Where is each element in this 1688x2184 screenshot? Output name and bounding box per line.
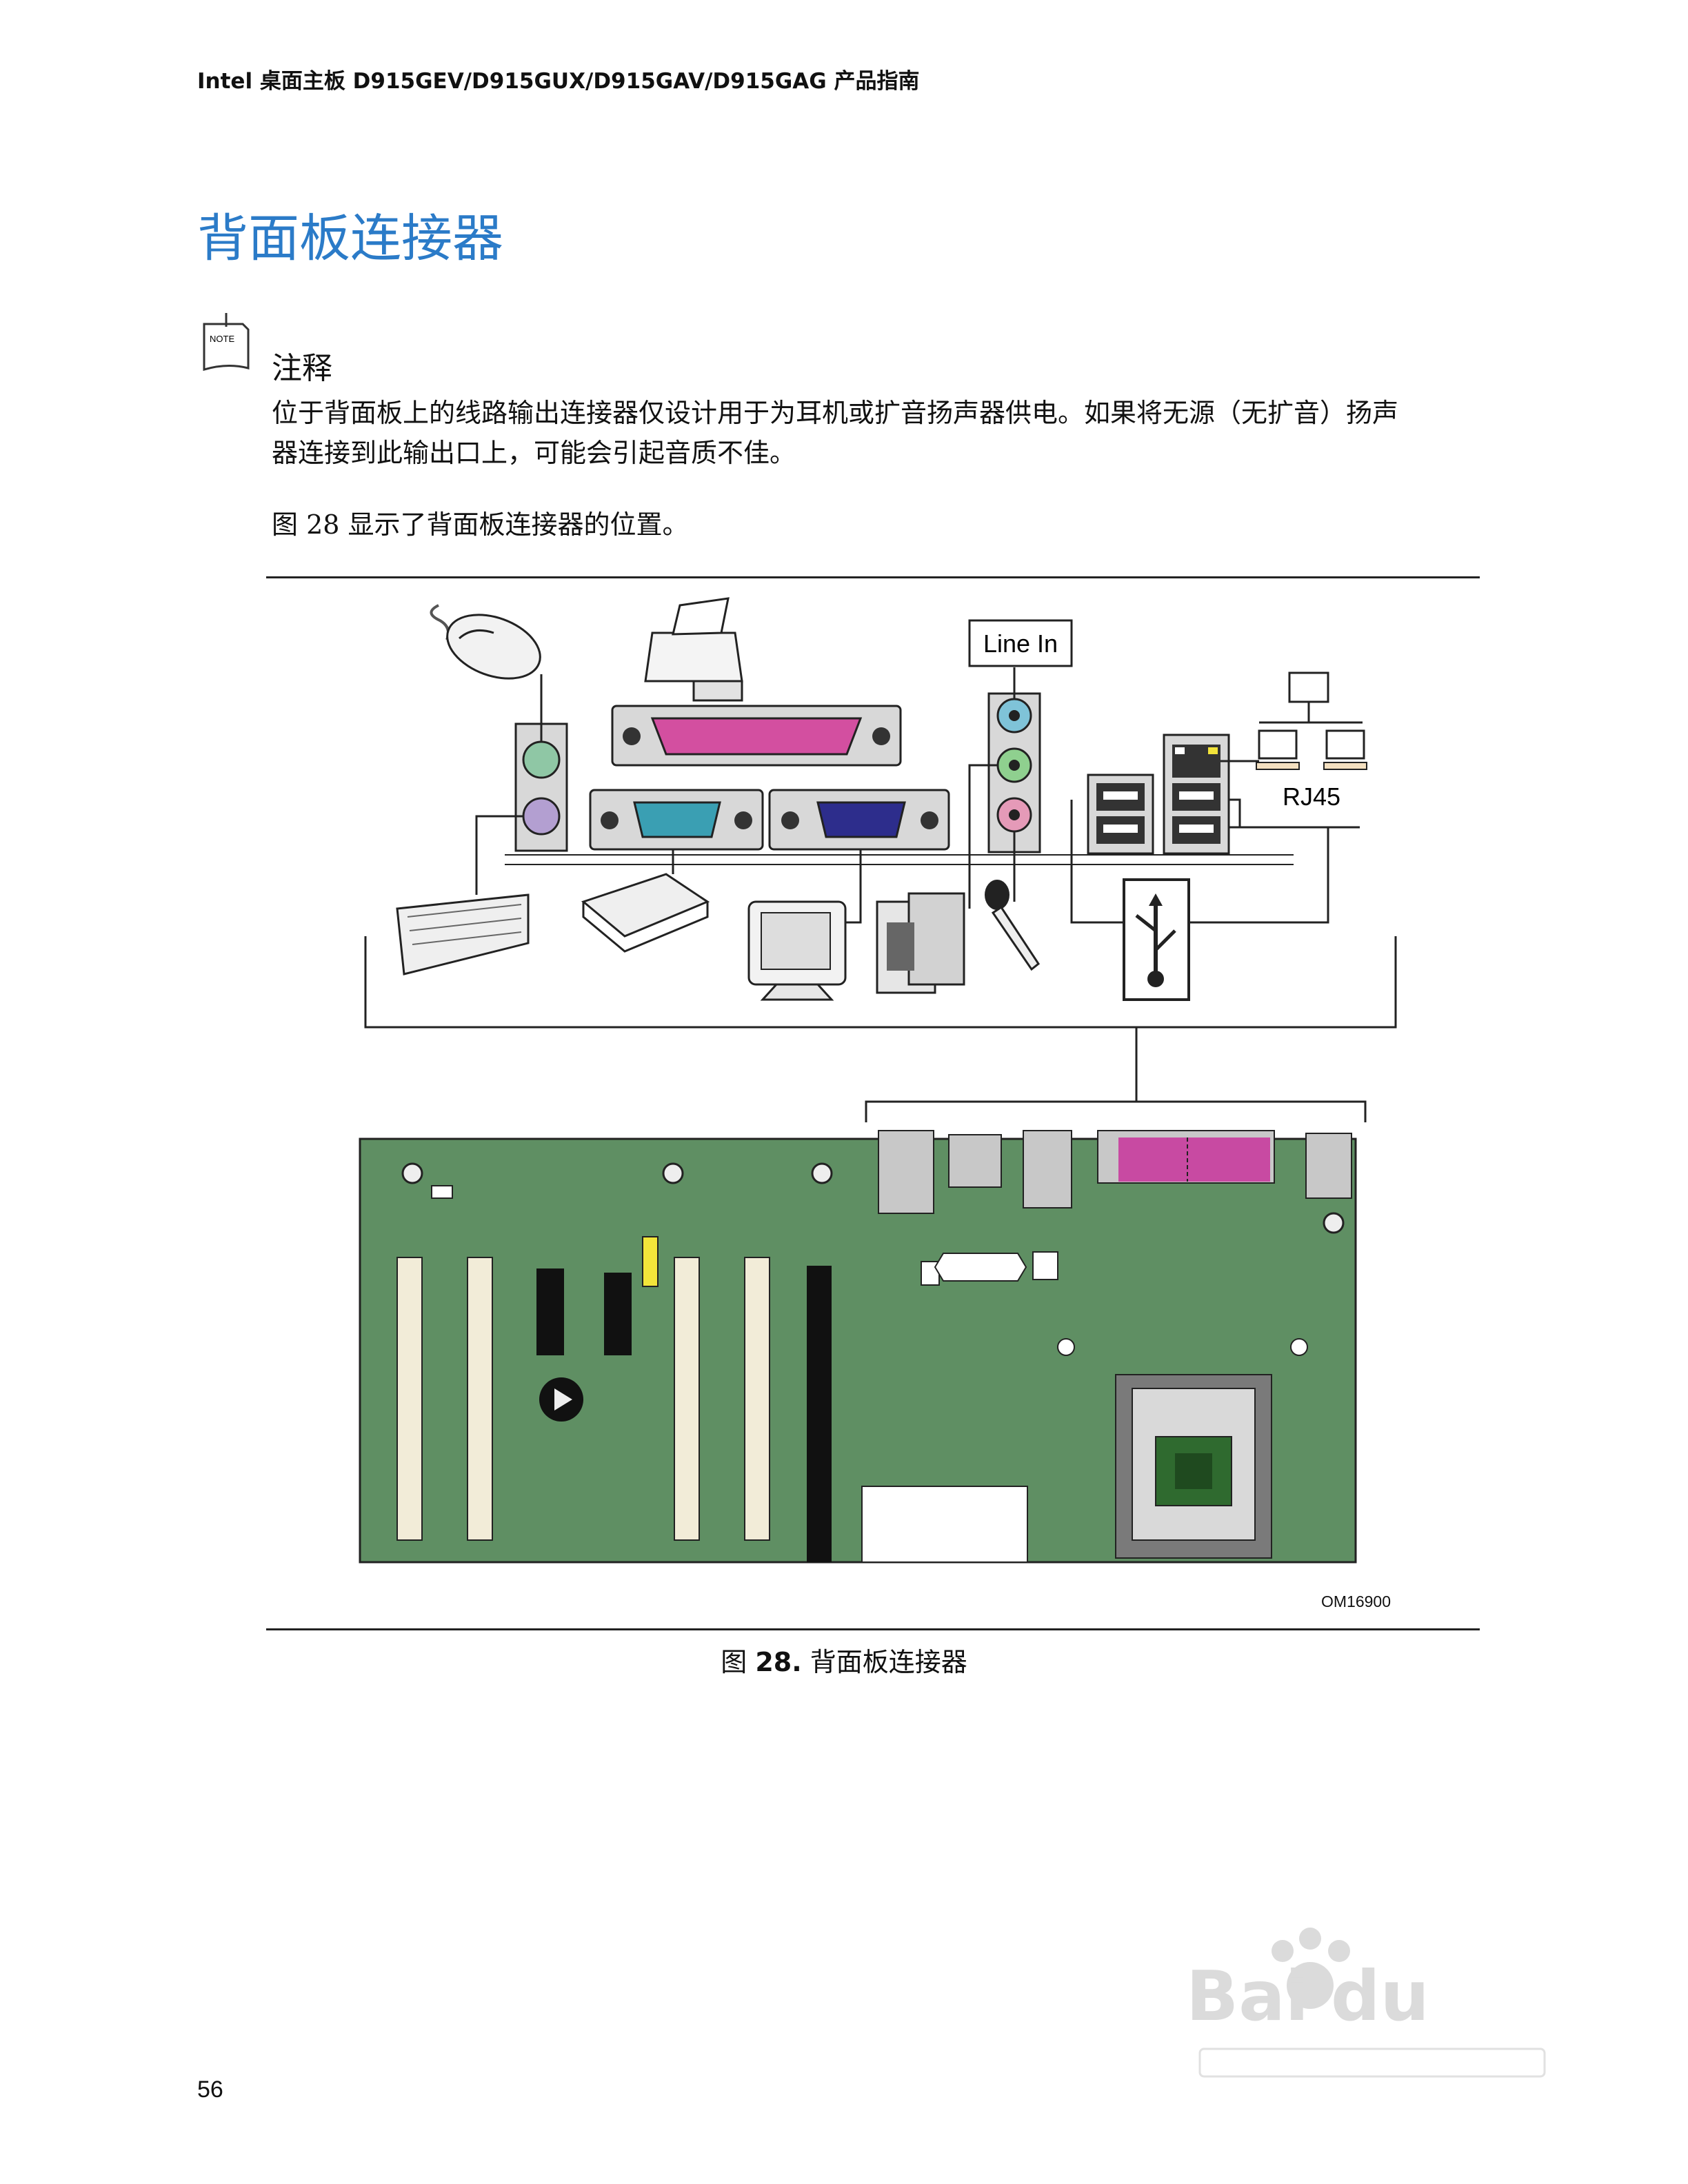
network-icon <box>1256 671 1367 770</box>
baidu-watermark-logo: Bai du <box>1186 1928 1546 2078</box>
line-in-label: Line In <box>983 629 1058 658</box>
audio-jacks <box>968 667 1041 909</box>
caption-prefix: 图 <box>721 1647 747 1677</box>
note-heading: 注释 <box>272 351 332 386</box>
line-in-label-box <box>968 619 1073 667</box>
page-number: 56 <box>197 2076 223 2103</box>
keyboard-icon <box>396 893 530 975</box>
speakers-icon <box>876 892 965 994</box>
figure-top-rule <box>266 576 1480 578</box>
microphone-icon <box>985 880 1041 971</box>
svg-text:Bai: Bai <box>1186 1956 1309 2036</box>
mouse-icon <box>430 604 541 680</box>
parallel-port <box>611 705 902 767</box>
vga-port <box>768 789 950 924</box>
motherboard <box>359 1130 1357 1564</box>
usb-ports <box>1070 774 1154 924</box>
figure-caption: 图 28. 背面板连接器 <box>0 1641 1688 1679</box>
running-header: Intel 桌面主板 D915GEV/D915GUX/D915GAV/D915G… <box>197 69 920 94</box>
figure-bottom-rule <box>266 1628 1480 1630</box>
back-panel-figure: Line In RJ45 <box>359 597 1397 1564</box>
ps2-ports <box>475 674 568 895</box>
monitor-icon <box>747 900 847 1001</box>
caption-number: 28. <box>755 1647 802 1677</box>
figure-intro: 图 28 显示了背面板连接器的位置。 <box>272 509 689 540</box>
note-body: 位于背面板上的线路输出连接器仅设计用于为耳机或扩音扬声器供电。如果将无源（无扩音… <box>272 398 1399 468</box>
note-icon: NOTE <box>203 313 250 372</box>
caption-title: 背面板连接器 <box>810 1647 967 1677</box>
serial-port <box>589 789 764 874</box>
note-icon-label: NOTE <box>210 334 234 344</box>
svg-text:du: du <box>1331 1956 1429 2036</box>
usb-symbol-icon <box>1123 878 1190 1001</box>
section-title: 背面板连接器 <box>197 209 503 268</box>
printer-icon <box>644 597 743 702</box>
figure-id: OM16900 <box>1321 1593 1391 1610</box>
lan-usb-stack <box>1163 734 1360 924</box>
modem-icon <box>581 873 710 953</box>
rj45-label: RJ45 <box>1283 782 1340 811</box>
